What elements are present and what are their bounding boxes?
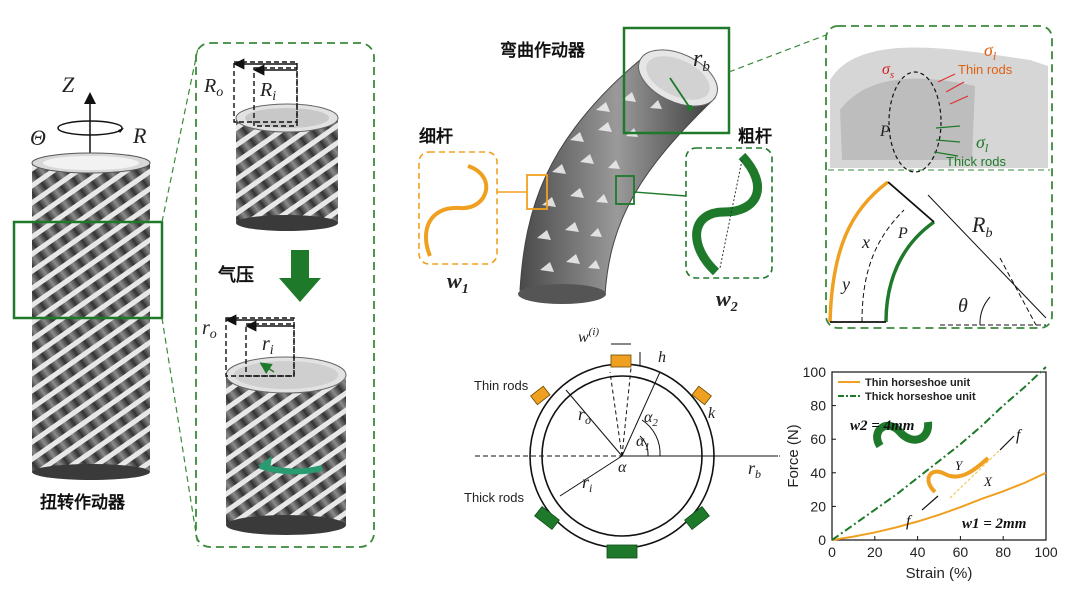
bend-Rb-label: Rb: [971, 212, 992, 241]
zoom-box: [12, 220, 164, 320]
thin-rod-shape: [424, 164, 489, 257]
series-line-thick: [831, 366, 1047, 541]
y-tick-label: 60: [810, 431, 826, 447]
ring-cross-section: w(i) h Thin rods Thick rods ro ri α α1 α…: [464, 326, 780, 559]
x-tick-label: 40: [910, 544, 926, 560]
ring-thick-rods-label: Thick rods: [464, 490, 524, 505]
f-top-label: f: [1016, 427, 1023, 444]
ring-h-label: h: [658, 349, 666, 366]
thin-rod-segment: [610, 354, 632, 368]
legend-entry: Thin horseshoe unit: [865, 377, 970, 389]
point-p-upper: P: [879, 123, 890, 140]
w1-label: w1: [447, 268, 469, 297]
ring-w-label: w(i): [578, 326, 599, 346]
x-tick-label: 60: [953, 544, 969, 560]
pressure-label: 气压: [217, 264, 254, 286]
thin-rods-en-label: Thin rods: [958, 62, 1013, 77]
point-p-lower: P: [897, 225, 908, 242]
w1-annotation: w1 = 2mm: [962, 516, 1026, 532]
axis-r-label: R: [132, 123, 147, 148]
axis-z-label: Z: [62, 72, 75, 97]
y-tick-label: 20: [810, 498, 826, 514]
twist-zoom-panel: Ro Ri 气压 ro ri: [195, 42, 375, 548]
thick-rods-en-label: Thick rods: [946, 154, 1006, 169]
y-tick-label: 80: [810, 398, 826, 414]
bending-actuator-panel: 弯曲作动器 rb 细杆 w1 粗杆 w2: [418, 26, 827, 315]
curve-x-label: x: [861, 232, 870, 252]
stress-detail-panel: σl σs Thin rods P σl Thick rods x y P Rb…: [825, 25, 1053, 329]
legend-entry: Thick horseshoe unit: [865, 391, 976, 403]
x-tick-label: 20: [867, 544, 883, 560]
bend-radius-label: rb: [693, 46, 710, 75]
x-axis-label: Strain (%): [906, 565, 973, 582]
axis-theta-label: Θ: [30, 125, 46, 150]
f-bottom-label: f: [906, 513, 913, 530]
bend-zoom-box: [622, 26, 731, 135]
x-dir-label: X: [983, 474, 993, 489]
y-tick-label: 0: [818, 532, 826, 548]
twist-actuator-title: 扭转作动器: [40, 492, 126, 513]
series-line-thin: [831, 471, 1047, 541]
force-arrow-bottom: [921, 495, 939, 511]
ring-alpha-label: α: [618, 459, 627, 476]
thin-rod-cn-label: 细杆: [419, 126, 453, 147]
ring-k-label: k: [708, 405, 716, 422]
y-tick-label: 100: [803, 364, 827, 380]
curve-y-label: y: [840, 274, 850, 294]
w2-annotation: w2 = 4mm: [850, 418, 914, 434]
x-tick-label: 80: [995, 544, 1011, 560]
theta-label: θ: [958, 295, 968, 317]
ring-ro-label: ro: [578, 404, 591, 427]
y-tick-label: 40: [810, 465, 826, 481]
inner-radius-lower-label: ri: [262, 333, 274, 358]
thin-horseshoe-icon: [926, 456, 990, 494]
thick-rod-segment: [606, 544, 638, 559]
plot-area: [831, 371, 1047, 541]
thick-rod-shape: [692, 152, 763, 276]
y-dir-label: Y: [955, 458, 964, 473]
ring-ri-label: ri: [582, 472, 592, 495]
inner-radius-upper-label: Ri: [259, 79, 276, 104]
ring-alpha1-label: α1: [636, 433, 650, 453]
ring-thin-rods-label: Thin rods: [474, 378, 529, 393]
x-tick-label: 0: [828, 544, 836, 560]
thick-horseshoe-icon: [873, 421, 933, 449]
y-axis-label: Force (N): [785, 424, 802, 487]
ring-alpha2-label: α2: [644, 409, 658, 429]
bending-actuator-title: 弯曲作动器: [500, 40, 586, 61]
twist-actuator-panel: Z Θ R 扭转作动器: [12, 47, 199, 547]
w2-label: w2: [716, 286, 738, 315]
thick-rod-cn-label: 粗杆: [738, 126, 772, 147]
outer-radius-upper-label: Ro: [203, 75, 223, 100]
horseshoe-diagonal: [949, 447, 1003, 499]
pressure-arrow: [279, 250, 321, 302]
x-tick-label: 100: [1034, 544, 1058, 560]
force-arrow-top: [999, 435, 1015, 451]
ring-rb-label: rb: [748, 458, 761, 481]
sigma-l-top-label: σl: [984, 40, 997, 63]
outer-radius-lower-label: ro: [202, 317, 217, 342]
